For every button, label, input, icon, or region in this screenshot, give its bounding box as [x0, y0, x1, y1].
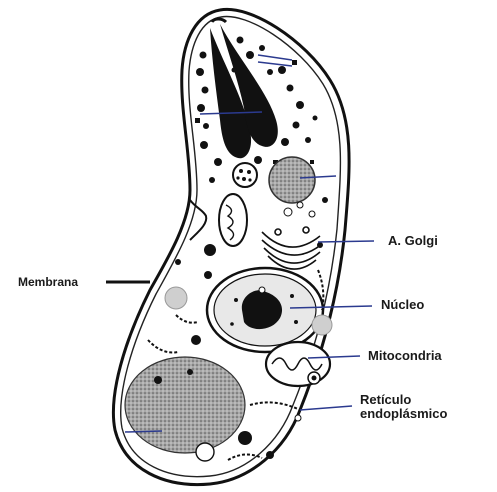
label-reticulo-line2: endoplásmico — [360, 407, 447, 421]
residual-body — [125, 357, 245, 453]
label-reticulo: Retículo endoplásmico — [360, 393, 447, 421]
label-nucleo: Núcleo — [381, 298, 424, 312]
label-membrana: Membrana — [18, 275, 78, 289]
mitochondrion — [266, 342, 330, 386]
nucleus — [207, 268, 323, 352]
apical-body — [269, 157, 315, 203]
label-golgi: A. Golgi — [388, 234, 438, 248]
label-mitocondria: Mitocondria — [368, 349, 442, 363]
mitochondrion-small — [219, 194, 247, 246]
label-reticulo-line1: Retículo — [360, 393, 447, 407]
dense-granule — [233, 163, 257, 187]
